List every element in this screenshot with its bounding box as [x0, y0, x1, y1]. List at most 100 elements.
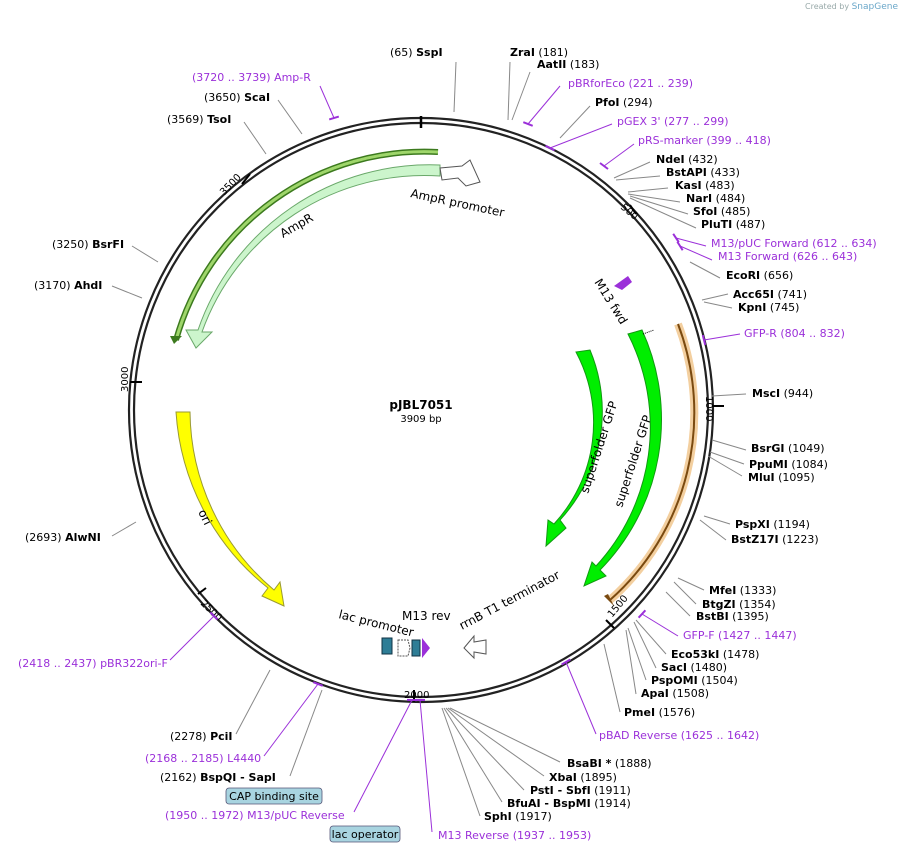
m13-rev-label: M13 rev [402, 609, 451, 623]
site-pos-pmei: (1576) [659, 706, 696, 719]
leader-pfoi [559, 105, 591, 139]
snapgene-credit: Created by SnapGene [805, 2, 898, 12]
site-pos-saci: (1480) [690, 661, 727, 674]
site-label-nari: NarI (484) [686, 192, 745, 205]
leader-aatii [511, 71, 531, 121]
site-pos-aatii: (183) [570, 58, 600, 71]
tick-label-2500: 2500 [198, 598, 224, 624]
primer-pos-pbrforeco: (221 .. 239) [629, 77, 694, 90]
cap-binding-box-bg [225, 787, 323, 805]
leader-kpni [703, 301, 733, 309]
leader-bsrgi [711, 439, 747, 451]
site-name-pmei: PmeI [624, 706, 655, 719]
leader-eco53ki [635, 619, 667, 655]
leader-sphi [441, 707, 481, 817]
primer-mark-l4440 [312, 681, 324, 687]
tick-mark-1500 [605, 619, 615, 629]
primer-pos-gfpr: (804 .. 832) [780, 327, 845, 340]
site-name-ppumi: PpuMI [749, 458, 788, 471]
site-label-pspxi: PspXI (1194) [735, 518, 810, 531]
site-label-bstz17i: BstZ17I (1223) [731, 533, 819, 546]
site-label-bsabi: BsaBI * (1888) [567, 757, 652, 770]
site-pos-bsrgi: (1049) [788, 442, 825, 455]
primer-name-ampr_primer: Amp-R [274, 71, 311, 84]
site-name-zrai: ZraI [510, 46, 535, 59]
site-label-alwni: (2693) AlwNI [25, 531, 101, 544]
leader-pmei [603, 643, 621, 713]
leader-sspi [453, 61, 457, 113]
ampr-promoter-arrow [439, 159, 481, 187]
leader-m13rev [419, 699, 433, 833]
site-label-bspqi: (2162) BspQI - SapI [160, 771, 276, 784]
site-name-psti: PstI - SbfI [530, 784, 591, 797]
primer-label-gfpf: GFP-F (1427 .. 1447) [683, 629, 797, 642]
site-label-ppumi: PpuMI (1084) [749, 458, 828, 471]
plasmid-name: pJBL7051 [389, 398, 452, 412]
site-pos-mlui: (1095) [778, 471, 815, 484]
site-pos-xbai: (1895) [580, 771, 617, 784]
primer-name-prsmarker: pRS-marker [638, 134, 703, 147]
site-label-bsrfi: (3250) BsrFI [52, 238, 124, 251]
site-name-bstz17i: BstZ17I [731, 533, 779, 546]
site-pos-mfei: (1333) [740, 584, 777, 597]
primer-label-m13puc: M13/pUC Forward (612 .. 634) [711, 237, 877, 250]
primer-mark-pbr322ori [209, 611, 219, 621]
gfp-outer-arrow [583, 329, 662, 587]
primer-name-gfpf: GFP-F [683, 629, 715, 642]
leader-bspqi [289, 689, 323, 777]
site-pos-nari: (484) [716, 192, 746, 205]
leader-msci [711, 393, 747, 397]
primer-label-gfpr: GFP-R (804 .. 832) [744, 327, 845, 340]
site-name-sphi: SphI [484, 810, 512, 823]
primer-name-gfpr: GFP-R [744, 327, 777, 340]
site-label-kasi: KasI (483) [675, 179, 735, 192]
leader-ecori [689, 261, 721, 279]
credit-created-by: Created by [805, 2, 850, 11]
primer-name-pgex3: pGEX 3' [617, 115, 661, 128]
site-label-psti: PstI - SbfI (1911) [530, 784, 631, 797]
primer-name-m13pucrev: M13/pUC Reverse [247, 809, 345, 822]
site-pos-kpni: (745) [770, 301, 800, 314]
primer-label-ampr_primer: (3720 .. 3739) Amp-R [192, 71, 311, 84]
leader-gfpf [641, 613, 679, 637]
site-pos-bspqi: (2162) [160, 771, 197, 784]
tick-mark-500 [629, 204, 637, 215]
site-label-bsrgi: BsrGI (1049) [751, 442, 825, 455]
ampr-promoter-label: AmpR promoter [409, 186, 505, 220]
primer-pos-prsmarker: (399 .. 418) [706, 134, 771, 147]
site-pos-pspxi: (1194) [773, 518, 810, 531]
site-pos-pfoi: (294) [623, 96, 653, 109]
site-name-bsrgi: BsrGI [751, 442, 784, 455]
site-pos-ppumi: (1084) [791, 458, 828, 471]
site-pos-pluti: (487) [736, 218, 766, 231]
site-name-saci: SacI [661, 661, 687, 674]
ori-arrow [175, 411, 285, 607]
leader-pspomi [627, 627, 647, 681]
site-name-aatii: AatII [537, 58, 566, 71]
site-pos-ndei: (432) [688, 153, 718, 166]
site-name-bspqi: BspQI - SapI [200, 771, 276, 784]
leader-xbai [447, 707, 545, 777]
leader-nari [627, 193, 681, 203]
primer-label-m13fwd: M13 Forward (626 .. 643) [718, 250, 857, 263]
lac-operator-block [411, 639, 421, 657]
cap-binding-box: CAP binding site [225, 787, 323, 805]
site-label-scai: (3650) ScaI [204, 91, 270, 104]
site-pos-pspomi: (1504) [701, 674, 738, 687]
gfp-outer-start [642, 329, 655, 335]
site-name-btgzi: BtgZI [702, 598, 736, 611]
site-label-kpni: KpnI (745) [738, 301, 799, 314]
primer-name-pbadrev: pBAD Reverse [599, 729, 677, 742]
site-name-acc65i: Acc65I [733, 288, 774, 301]
leader-alwni [111, 521, 137, 537]
leader-sfoi [629, 195, 689, 215]
leader-pluti [629, 197, 697, 229]
site-label-msci: MscI (944) [752, 387, 813, 400]
lac-operator-box-bg [329, 825, 401, 843]
leader-bsabi [449, 707, 561, 763]
site-pos-bstbi: (1395) [732, 610, 769, 623]
primer-label-m13pucrev: (1950 .. 1972) M13/pUC Reverse [165, 809, 345, 822]
plasmid-size: 3909 bp [400, 414, 441, 425]
primer-pos-gfpf: (1427 .. 1447) [718, 629, 797, 642]
